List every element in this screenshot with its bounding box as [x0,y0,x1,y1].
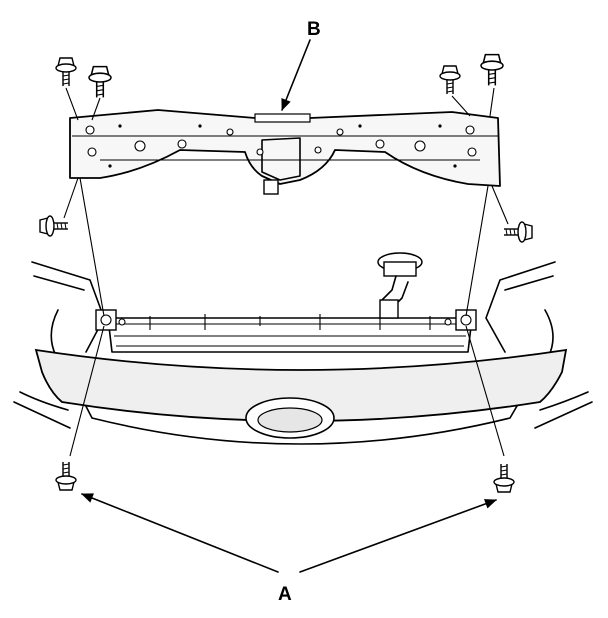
bolt-right-side [503,221,533,243]
upper-bolts [55,53,504,99]
front-bumper [13,252,593,445]
bolt-top-left-inner [88,65,112,99]
callout-label-b: B [307,19,321,40]
callout-a-arrow-right [299,499,497,573]
bolt-top-left-outer [55,57,77,87]
callout-label-a: A [278,584,292,605]
side-bolts [39,215,533,243]
lower-bolts [55,461,515,493]
bolt-bottom-right [493,463,515,493]
bolt-bottom-left [55,461,77,491]
upper-support-panel [69,109,501,195]
callout-a-arrow-left [81,493,279,573]
bolt-left-side [39,215,69,237]
bolt-top-right-outer [480,53,504,87]
callout-b-arrow [281,39,311,111]
bolt-top-right-inner [439,65,461,95]
